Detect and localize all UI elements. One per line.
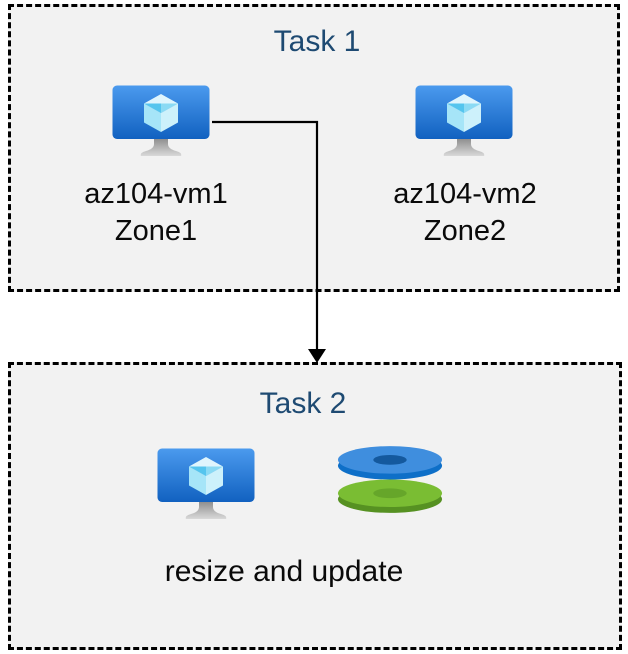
azure-virtual-machine-icon: [156, 447, 256, 523]
vm2-label: az104-vm2 Zone2: [393, 176, 536, 250]
vm1-zone: Zone1: [114, 215, 198, 247]
azure-disks-icon: [336, 444, 444, 515]
task2-title: Task 2: [259, 387, 347, 420]
task1-title: Task 1: [273, 25, 361, 58]
azure-virtual-machine-icon: [414, 84, 514, 160]
azure-virtual-machine-icon: [111, 84, 211, 160]
vm2-zone: Zone2: [423, 215, 507, 247]
task2-box: [8, 362, 622, 650]
vm1-name: az104-vm1: [84, 178, 228, 210]
resize-update-caption: resize and update: [164, 555, 404, 588]
vm2-name: az104-vm2: [393, 178, 537, 210]
vm1-label: az104-vm1 Zone1: [84, 176, 227, 250]
